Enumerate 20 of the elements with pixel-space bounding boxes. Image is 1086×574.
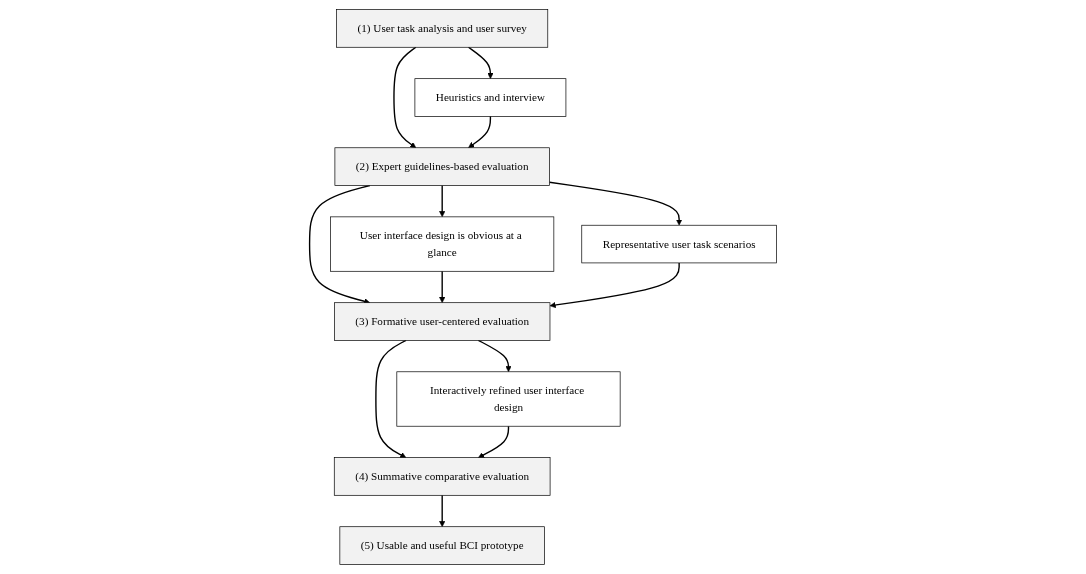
- arrow: [549, 262, 680, 309]
- node-box: (1) User task analysis and user survey: [336, 9, 549, 48]
- node-box: Representative user task scenarios: [581, 224, 777, 264]
- node-box: (4) Summative comparative evaluation: [333, 457, 551, 496]
- arrow: [548, 181, 683, 226]
- node-box: Heuristics and interview: [414, 78, 567, 117]
- node-box: Interactively refined user interface design: [396, 371, 621, 427]
- node-box: (2) Expert guidelines-based evaluation: [334, 147, 550, 186]
- arrow: [393, 46, 417, 149]
- arrow: [468, 115, 492, 149]
- arrow: [439, 494, 446, 527]
- arrow: [439, 184, 446, 218]
- node-box: (5) Usable and useful BCI prototype: [339, 526, 545, 565]
- arrow: [478, 425, 510, 458]
- arrow: [375, 339, 407, 458]
- node-box: User interface design is obvious at a glance: [330, 216, 555, 272]
- node-box: (3) Formative user-centered evaluation: [334, 302, 551, 341]
- arrow: [477, 339, 512, 373]
- arrow: [467, 46, 494, 79]
- arrow: [439, 270, 446, 303]
